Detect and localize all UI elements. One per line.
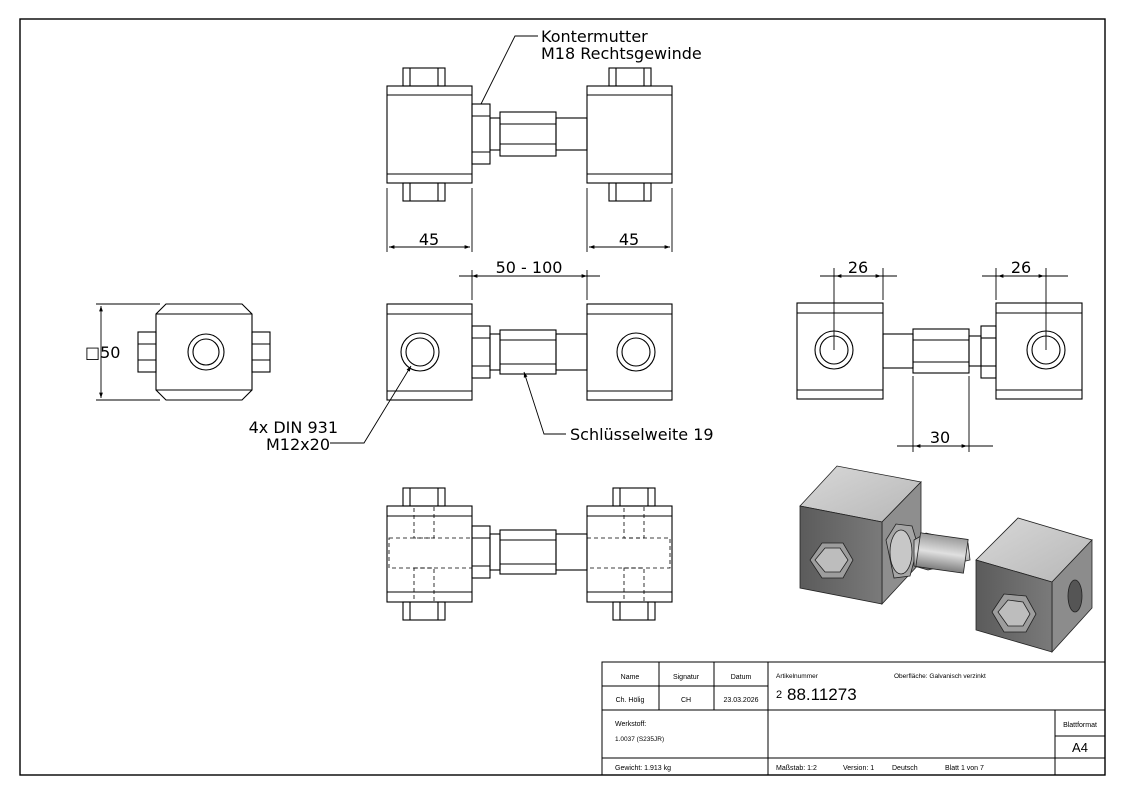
tb-sheet: Blatt 1 von 7 <box>945 765 984 772</box>
dim-50-100: 50 - 100 <box>496 258 563 277</box>
right-view <box>796 302 1083 400</box>
tb-surface: Oberfläche: Galvanisch verzinkt <box>894 673 986 680</box>
dim-26-left: 26 <box>848 258 868 277</box>
tb-article-prefix: 2 <box>776 689 782 701</box>
dim-square-50: □50 <box>85 343 120 362</box>
drawing-frame <box>19 18 1106 776</box>
dim-block-widths <box>386 188 673 252</box>
tb-name-header: Name <box>621 674 640 681</box>
dim-square <box>96 303 160 401</box>
dim-hole-offsets <box>820 268 1068 452</box>
locknut-label: Kontermutter <box>541 27 648 46</box>
tb-date-header: Datum <box>731 674 752 681</box>
dim-30: 30 <box>930 428 950 447</box>
tb-language: Deutsch <box>892 765 918 772</box>
locknut-thread-label: M18 Rechtsgewinde <box>541 44 702 63</box>
tb-name: Ch. Hölig <box>616 697 645 704</box>
tb-weight: Gewicht: 1.913 kg <box>615 765 671 772</box>
dim-26-right: 26 <box>1011 258 1031 277</box>
bottom-view <box>386 487 673 621</box>
tb-scale: Maßstab: 1:2 <box>776 765 817 772</box>
bolt-size-label: M12x20 <box>266 435 330 454</box>
title-block <box>601 661 1106 776</box>
tb-version: Version: 1 <box>843 765 874 772</box>
tb-format-label: Blattformat <box>1063 722 1097 729</box>
tb-material: 1.0037 (S235JR) <box>615 736 664 743</box>
tb-format: A4 <box>1072 740 1088 755</box>
wrench-label: Schlüsselweite 19 <box>570 425 714 444</box>
dim-45-right: 45 <box>619 230 639 249</box>
bolt-label: 4x DIN 931 <box>249 418 338 437</box>
tb-signature: CH <box>681 697 691 704</box>
top-view <box>386 67 673 202</box>
tb-article-number: 88.11273 <box>787 685 857 704</box>
bolt-leader <box>330 365 412 444</box>
locknut-leader <box>480 35 538 105</box>
dim-45-left: 45 <box>419 230 439 249</box>
tb-article-label: Artikelnummer <box>776 673 819 680</box>
hidden-lines <box>388 505 671 603</box>
wrench-leader <box>523 371 566 435</box>
front-view <box>386 303 673 401</box>
tb-material-label: Werkstoff: <box>615 721 646 728</box>
tb-signature-header: Signatur <box>673 674 700 681</box>
dim-adjust-range <box>459 270 600 300</box>
isometric-view <box>799 465 1093 654</box>
side-view <box>137 303 271 401</box>
tb-date: 23.03.2026 <box>723 697 758 704</box>
